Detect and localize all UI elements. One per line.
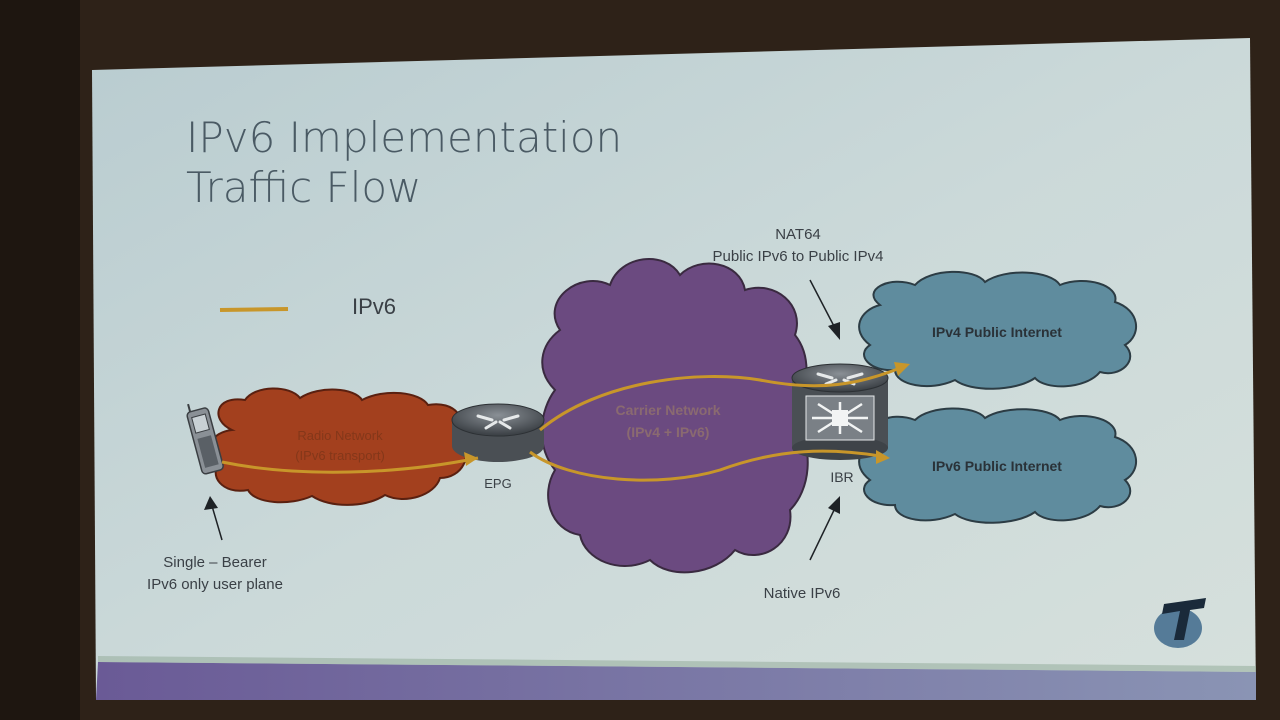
nat64-label: NAT64 — [775, 226, 821, 243]
nat64-pointer-arrow — [809, 279, 840, 340]
mobile-phone-icon — [186, 403, 224, 475]
native-ipv6-annotation: Native IPv6 — [763, 585, 841, 602]
flow-arrowhead — [894, 362, 910, 376]
bearer-pointer-arrow — [204, 496, 223, 541]
bearer-annotation-line2: IPv6 only user plane — [147, 576, 283, 593]
ipv6-flow-radio-to-epg — [221, 456, 479, 474]
carrier-network-label: Carrier Network — [615, 402, 721, 418]
legend-ipv6-label: IPv6 — [352, 294, 397, 319]
ipv6-internet-cloud — [858, 407, 1138, 524]
radio-network-label: Radio Network — [297, 428, 383, 443]
ipv6-internet-label: IPv6 Public Internet — [932, 458, 1062, 474]
slide-band-accent — [98, 656, 1256, 672]
slide-title-line2: Traffic Flow — [186, 163, 422, 212]
slide-title-line1: IPv6 Implementation — [186, 113, 623, 162]
ibr-label: IBR — [830, 469, 854, 485]
radio-network-cloud — [208, 387, 467, 506]
legend-ipv6-line — [219, 307, 289, 312]
carrier-network-sublabel: (IPv4 + IPv6) — [626, 424, 710, 440]
native-ipv6-pointer-arrow — [809, 496, 840, 561]
ipv4-internet-label: IPv4 Public Internet — [932, 324, 1062, 340]
ipv6-flow-to-ipv6-internet — [529, 449, 881, 482]
radio-network-sublabel: (IPv6 transport) — [295, 448, 385, 463]
room-left-edge — [0, 0, 80, 720]
bearer-annotation-line1: Single – Bearer — [163, 554, 267, 571]
ibr-router-icon — [791, 363, 889, 460]
epg-label: EPG — [484, 476, 512, 491]
carrier-network-cloud — [540, 258, 809, 574]
flow-arrowhead — [876, 450, 890, 464]
epg-router-icon — [451, 403, 545, 462]
slide-bottom-band — [96, 662, 1256, 700]
nat64-description: Public IPv6 to Public IPv4 — [712, 248, 884, 265]
ipv6-flow-to-ipv4-internet — [539, 366, 901, 432]
flow-arrowhead — [464, 452, 478, 466]
telstra-logo — [1154, 598, 1206, 648]
